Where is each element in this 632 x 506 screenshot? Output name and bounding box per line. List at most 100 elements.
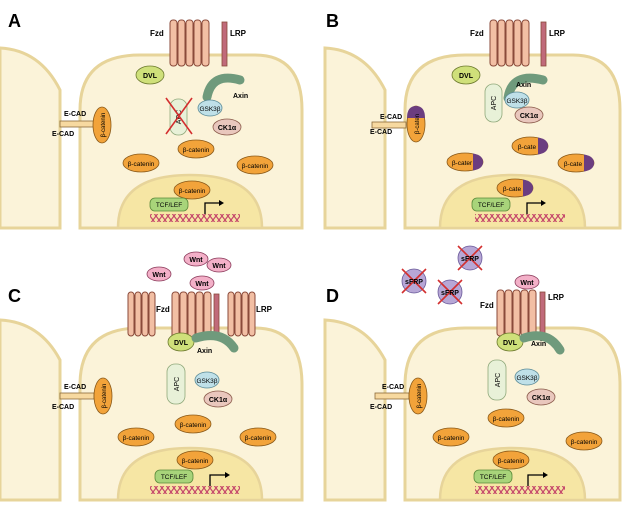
sfrp-label: sFRP	[405, 279, 423, 286]
panel-a: A Fzd LRP DVL Axin APC GSK3β CK1α E-CAD …	[0, 11, 304, 230]
lrp-receptor	[540, 21, 547, 67]
sfrp-inhibited	[401, 268, 427, 294]
bcat-free	[432, 427, 470, 447]
panel-b: B Fzd LRP DVL Axin APC GSK3β CK1α E-CAD …	[323, 11, 622, 230]
dna-strand	[150, 486, 240, 494]
gsk-protein	[514, 368, 540, 386]
left-cell	[323, 318, 387, 502]
ck1-label: CK1α	[218, 125, 237, 132]
lrp-label: LRP	[230, 29, 247, 38]
transcription-arrow-icon	[526, 202, 544, 214]
left-cell	[0, 318, 62, 502]
ecad-junction	[374, 392, 410, 400]
ecad-junction	[371, 121, 407, 129]
apc-protein	[166, 363, 186, 405]
dvl-label: DVL	[143, 73, 158, 80]
gsk-protein	[504, 91, 530, 109]
gsk-label: GSK3β	[199, 106, 220, 113]
panel-label: A	[8, 11, 21, 31]
apc-cross-icon	[165, 97, 193, 135]
gsk-protein	[197, 99, 223, 117]
ecad-top-label: E-CAD	[382, 384, 404, 391]
bcat-free-label: β-catenin	[180, 422, 207, 429]
ecad-bottom-label: E-CAD	[370, 404, 392, 411]
transcription-arrow-icon	[204, 202, 222, 214]
tcf-lef-box	[149, 197, 189, 212]
wnt-label: Wnt	[212, 263, 226, 270]
bcat-free-label: β-catenin	[245, 435, 272, 442]
apc-label: APC	[491, 96, 498, 110]
bcat-adhesion-label: β-caten	[415, 114, 421, 134]
bcat-free-label: β-cate	[518, 144, 537, 151]
panel-label: D	[326, 286, 339, 306]
gsk-protein	[194, 371, 220, 389]
bcat-free-label: β-catenin	[242, 163, 269, 170]
wnt-ligand	[189, 275, 215, 291]
dvl-label: DVL	[174, 340, 189, 347]
wnt-label: Wnt	[195, 281, 209, 288]
bcat-nuclear	[496, 178, 534, 198]
sfrp-inhibited	[457, 245, 483, 271]
ck1-protein	[203, 390, 233, 408]
ecad-top-label: E-CAD	[64, 111, 86, 118]
ecad-top-label: E-CAD	[380, 114, 402, 121]
bcat-free	[122, 153, 160, 173]
bcat-adhesion	[92, 106, 112, 144]
bcat-free-label: β-cate	[564, 161, 583, 168]
ecad-junction	[59, 392, 95, 400]
tcf-lef-label: TCF/LEF	[478, 202, 504, 209]
ck1-label: CK1α	[209, 397, 228, 404]
fzd-label: Fzd	[150, 29, 164, 38]
bcat-free-label: β-catenin	[183, 147, 210, 154]
bcat-free-label: β-catenin	[438, 435, 465, 442]
dna-strand	[475, 214, 565, 222]
tcf-lef-label: TCF/LEF	[480, 474, 506, 481]
axin-label: Axin	[233, 93, 248, 100]
dvl-label: DVL	[459, 73, 474, 80]
bcat-phosphorylated	[511, 136, 549, 156]
bcat-adhesion-label: β-catenin	[102, 384, 108, 409]
lrp-receptor	[221, 21, 228, 67]
fzd-receptor	[496, 289, 537, 337]
bcat-free-label: β-catenin	[571, 439, 598, 446]
sfrp-inhibited	[437, 279, 463, 305]
gsk-label: GSK3β	[506, 98, 527, 105]
left-cell	[323, 46, 387, 230]
tcf-lef-box	[471, 197, 511, 212]
wnt-ligand	[206, 257, 232, 273]
apc-label: APC	[495, 373, 502, 387]
ck1-protein	[212, 118, 242, 136]
ck1-protein	[514, 106, 544, 124]
ecad-bottom-label: E-CAD	[52, 404, 74, 411]
wnt-label: Wnt	[189, 257, 203, 264]
wnt-ligand	[183, 251, 209, 267]
ecad-bottom-label: E-CAD	[370, 129, 392, 136]
bcat-free	[565, 431, 603, 451]
axin-label: Axin	[197, 348, 212, 355]
ecad-bottom-label: E-CAD	[52, 131, 74, 138]
bcat-phosphorylated	[557, 153, 595, 173]
fzd-receptor	[169, 19, 210, 67]
tcf-lef-box	[473, 469, 513, 484]
bcat-free-label: β-catenin	[128, 161, 155, 168]
transcription-arrow-icon	[209, 474, 228, 486]
lrp-label: LRP	[256, 305, 273, 314]
fzd-label: Fzd	[156, 305, 170, 314]
bcat-free	[239, 427, 277, 447]
dna-strand	[475, 486, 565, 494]
bcat-phosphorylated	[446, 152, 484, 172]
wnt-ligand	[514, 274, 540, 290]
axin-label: Axin	[516, 82, 531, 89]
bcat-free	[487, 408, 525, 428]
lrp-label: LRP	[549, 29, 566, 38]
fzd-receptor-side	[127, 291, 156, 337]
bcat-free	[177, 139, 215, 159]
bcat-nuclear	[176, 450, 214, 470]
sfrp-label: sFRP	[441, 290, 459, 297]
phospho-cap	[407, 106, 425, 118]
ecad-junction	[59, 120, 95, 128]
fzd-label: Fzd	[480, 301, 494, 310]
fzd-receptor-side	[227, 291, 256, 337]
tcf-lef-box	[154, 469, 194, 484]
